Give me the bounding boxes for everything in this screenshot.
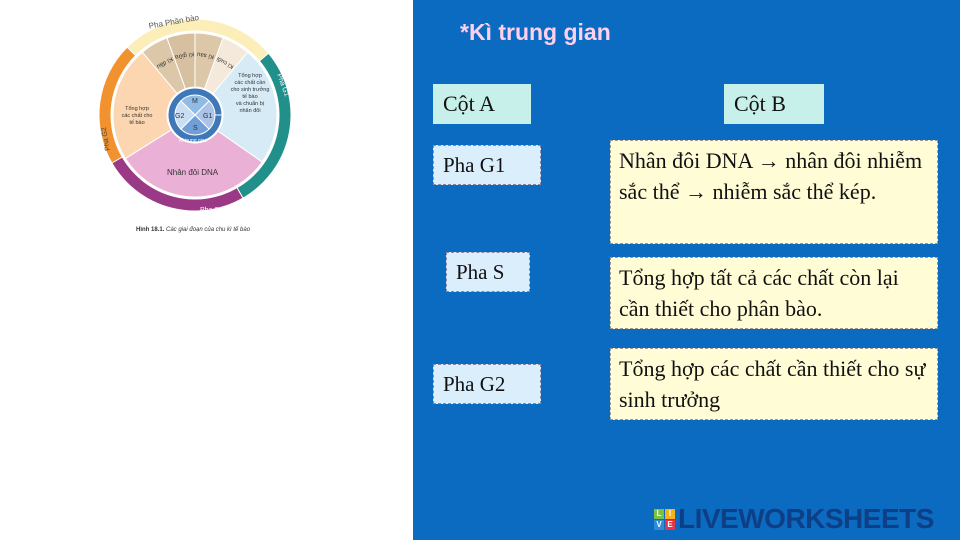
s-text: Nhân đôi DNA [167, 168, 219, 177]
g2t-line: Tổng hợp [125, 105, 149, 112]
draggable-label-g2[interactable]: Pha G2 [433, 364, 541, 404]
center-g2: G2 [175, 113, 184, 120]
g1t-line: cho sinh trưởng [231, 86, 270, 93]
g2t-line: các chất cho [122, 113, 153, 119]
column-b-header: Cột B [724, 84, 824, 124]
sector-g2 [112, 51, 178, 160]
draggable-label-g1[interactable]: Pha G1 [433, 145, 541, 185]
g1t-line: Tổng hợp [238, 72, 262, 79]
section-title: *Kì trung gian [460, 19, 611, 45]
draggable-label-s[interactable]: Pha S [446, 252, 530, 292]
answer-box-3[interactable]: Tổng hợp các chất cần thiết cho sự sinh … [610, 348, 938, 420]
g2t-line: tế bào [129, 120, 144, 126]
center-interphase: Kì trung gian [179, 138, 208, 144]
g1t-line: tế bào [242, 94, 257, 100]
sector-g1 [212, 51, 278, 163]
ring-s-label: Pha S [200, 207, 219, 214]
left-panel: Pha Phân bào Pha G1 Pha S Pha G2 Nhân đô… [0, 0, 413, 540]
mitosis-label: Kì sau [197, 50, 215, 59]
center-g1: G1 [203, 113, 212, 120]
center-m: M [192, 98, 198, 105]
g1t-line: nhân đôi [239, 108, 260, 114]
column-a-header: Cột A [433, 84, 531, 124]
answer-box-2[interactable]: Tổng hợp tất cả các chất còn lại cần thi… [610, 257, 938, 329]
g1t-line: các chất cần [235, 80, 266, 86]
center-s: S [193, 125, 198, 132]
arrow-g2 [98, 46, 137, 164]
ring-g2-label: Pha G2 [101, 126, 112, 151]
mitosis-label: Kì giữa [174, 50, 195, 59]
answer-box-1[interactable]: Nhân đôi DNA → nhân đôi nhiễm sắc thể → … [610, 140, 938, 244]
figure-caption: Hình 18.1. Các giai đoạn của chu kì tế b… [136, 227, 251, 233]
g1t-line: và chuẩn bị [236, 100, 264, 107]
sector-s [124, 129, 263, 198]
center-g2 [174, 100, 196, 130]
cell-cycle-diagram: Pha Phân bào Pha G1 Pha S Pha G2 Nhân đô… [98, 13, 292, 214]
